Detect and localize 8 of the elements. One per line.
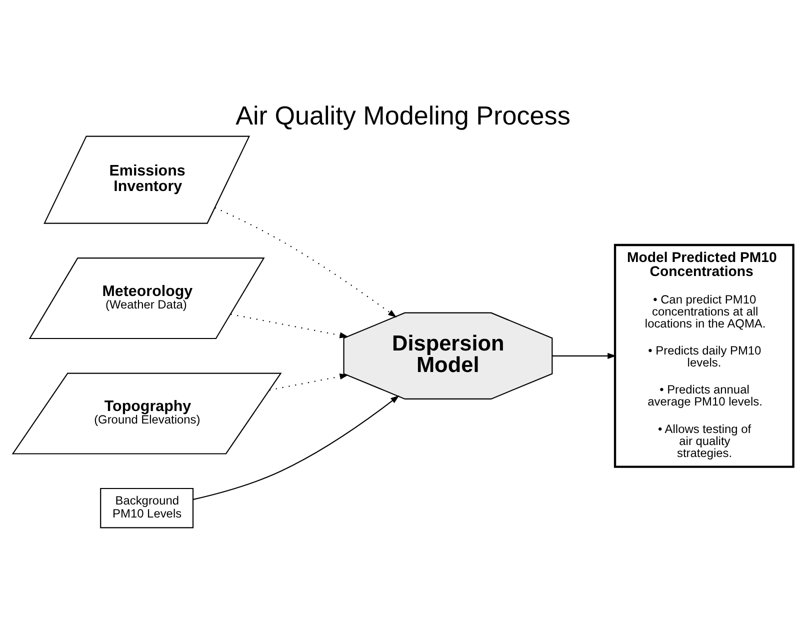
arrow [269, 374, 348, 391]
arrow [193, 395, 400, 500]
arrow [214, 207, 397, 318]
arrow [230, 314, 348, 338]
diagram-title: Air Quality Modeling Process [236, 100, 570, 131]
node-box: Background PM10 Levels [100, 488, 194, 528]
arrow [552, 352, 616, 359]
node-box: Model Predicted PM10 Concentrations • Can predict PM10 concentrations at all locations in the AQMA. • Predicts daily PM10 levels. • Predicts annual average PM10 levels. • Allows testing of air quality strategies. [614, 244, 794, 468]
